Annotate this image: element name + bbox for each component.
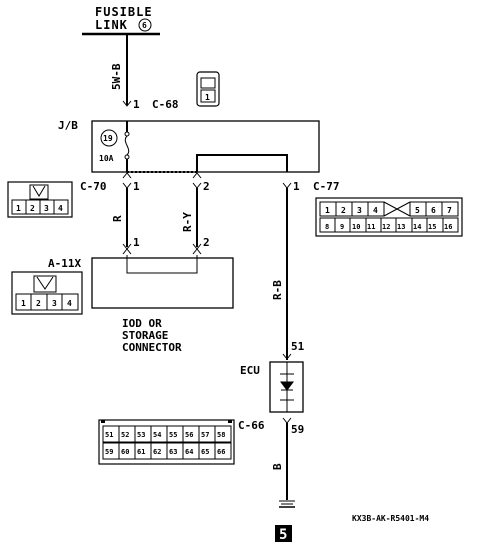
c70-conn-pin: 4 xyxy=(58,204,63,213)
c77-pin: 1 xyxy=(293,180,300,193)
c66-conn-pin: 59 xyxy=(105,448,113,456)
fusible-link-number-circle xyxy=(138,18,152,32)
fuse-rating: 10A xyxy=(99,154,114,163)
arrow-c68 xyxy=(122,100,132,107)
wire-color-b: B xyxy=(271,463,284,470)
junction-block xyxy=(91,120,320,173)
fuse-terminal-top xyxy=(124,131,130,137)
c66-conn-pin: 56 xyxy=(185,431,193,439)
c77-conn-pin: 7 xyxy=(447,206,452,215)
wire-color-5w-b: 5W-B xyxy=(110,63,123,90)
c77-conn-pin: 5 xyxy=(415,206,420,215)
a11x-internal-link xyxy=(126,255,198,274)
a11x-conn-pin: 4 xyxy=(67,299,72,308)
ground-number: 5 xyxy=(279,527,287,543)
c66-conn-pin: 58 xyxy=(217,431,225,439)
jb-label: J/B xyxy=(58,119,78,132)
c77-conn-pin: 13 xyxy=(397,223,405,231)
a11x-conn-pin: 2 xyxy=(36,299,41,308)
c66-conn-pin: 54 xyxy=(153,431,161,439)
ecu-pin-bottom: 59 xyxy=(291,423,304,436)
c70-conn-pin: 1 xyxy=(16,204,21,213)
fuse-terminal-bottom xyxy=(124,154,130,160)
a11x-pin-right: 2 xyxy=(203,236,210,249)
c68-connector-pin: 1 xyxy=(205,93,210,102)
a11x-name-line2: STORAGE xyxy=(122,329,168,342)
c77-conn-pin: 14 xyxy=(413,223,421,231)
c66-conn-pin: 53 xyxy=(137,431,145,439)
a11x-connector-icon xyxy=(11,271,83,315)
c77-conn-pin: 4 xyxy=(373,206,378,215)
c77-keyway xyxy=(383,201,411,217)
ecu-pin-top: 51 xyxy=(291,340,305,353)
c66-conn-pin: 60 xyxy=(121,448,129,456)
fuse-number-circle xyxy=(100,129,118,147)
c77-label: C-77 xyxy=(313,180,340,193)
ground-number-tag xyxy=(275,525,292,542)
c77-connector-icon xyxy=(315,197,463,237)
c66-conn-pin: 61 xyxy=(137,448,145,456)
c66-conn-pin: 62 xyxy=(153,448,161,456)
c66-conn-pin: 63 xyxy=(169,448,177,456)
a11x-label: A-11X xyxy=(48,257,81,270)
diagram-code: KX3B-AK-R5401-M4 xyxy=(352,514,429,523)
c68-pin: 1 xyxy=(133,98,140,111)
a11x-name-line1: IOD OR xyxy=(122,317,162,330)
fusible-link-label-line2: LINK xyxy=(95,18,128,32)
c66-conn-pin: 65 xyxy=(201,448,209,456)
c68-connector-icon xyxy=(196,71,220,107)
c70-conn-pin: 2 xyxy=(30,204,35,213)
fusible-link-number: 6 xyxy=(142,21,147,30)
c66-conn-pin: 55 xyxy=(169,431,177,439)
c77-conn-pin: 10 xyxy=(352,223,360,231)
c70-pin-right: 2 xyxy=(203,180,210,193)
c77-conn-pin: 9 xyxy=(340,223,344,231)
a11x-conn-pin: 1 xyxy=(21,299,26,308)
wire-color-r-y: R-Y xyxy=(181,212,194,232)
c77-conn-pin: 11 xyxy=(367,223,375,231)
c70-label: C-70 xyxy=(80,180,107,193)
c66-conn-pin: 64 xyxy=(185,448,193,456)
wire-color-r: R xyxy=(111,215,124,222)
c66-conn-pin: 66 xyxy=(217,448,225,456)
a11x-name-line3: CONNECTOR xyxy=(122,341,182,354)
fuse-number: 19 xyxy=(103,134,113,143)
c77-conn-pin: 1 xyxy=(325,206,330,215)
c66-conn-pin: 51 xyxy=(105,431,113,439)
c77-conn-pin: 8 xyxy=(325,223,329,231)
wire-color-r-b: R-B xyxy=(271,280,284,300)
c77-conn-pin: 16 xyxy=(444,223,452,231)
a11x-conn-pin: 3 xyxy=(52,299,57,308)
c77-conn-pin: 12 xyxy=(382,223,390,231)
c66-conn-pin: 57 xyxy=(201,431,209,439)
c77-conn-pin: 6 xyxy=(431,206,436,215)
iod-storage-connector xyxy=(91,257,234,309)
c77-conn-pin: 15 xyxy=(428,223,436,231)
ecu-label: ECU xyxy=(240,364,260,377)
diode-icon xyxy=(280,381,294,391)
c77-conn-pin: 3 xyxy=(357,206,362,215)
a11x-pin-left: 1 xyxy=(133,236,140,249)
fusible-link-label-line1: FUSIBLE xyxy=(95,5,153,19)
jb-internal-bus xyxy=(196,154,288,172)
c70-conn-pin: 3 xyxy=(44,204,49,213)
c68-label: C-68 xyxy=(152,98,179,111)
c77-conn-pin: 2 xyxy=(341,206,346,215)
fuse-symbol xyxy=(124,135,130,156)
c70-pin-left: 1 xyxy=(133,180,140,193)
c66-conn-pin: 52 xyxy=(121,431,129,439)
c66-label: C-66 xyxy=(238,419,265,432)
